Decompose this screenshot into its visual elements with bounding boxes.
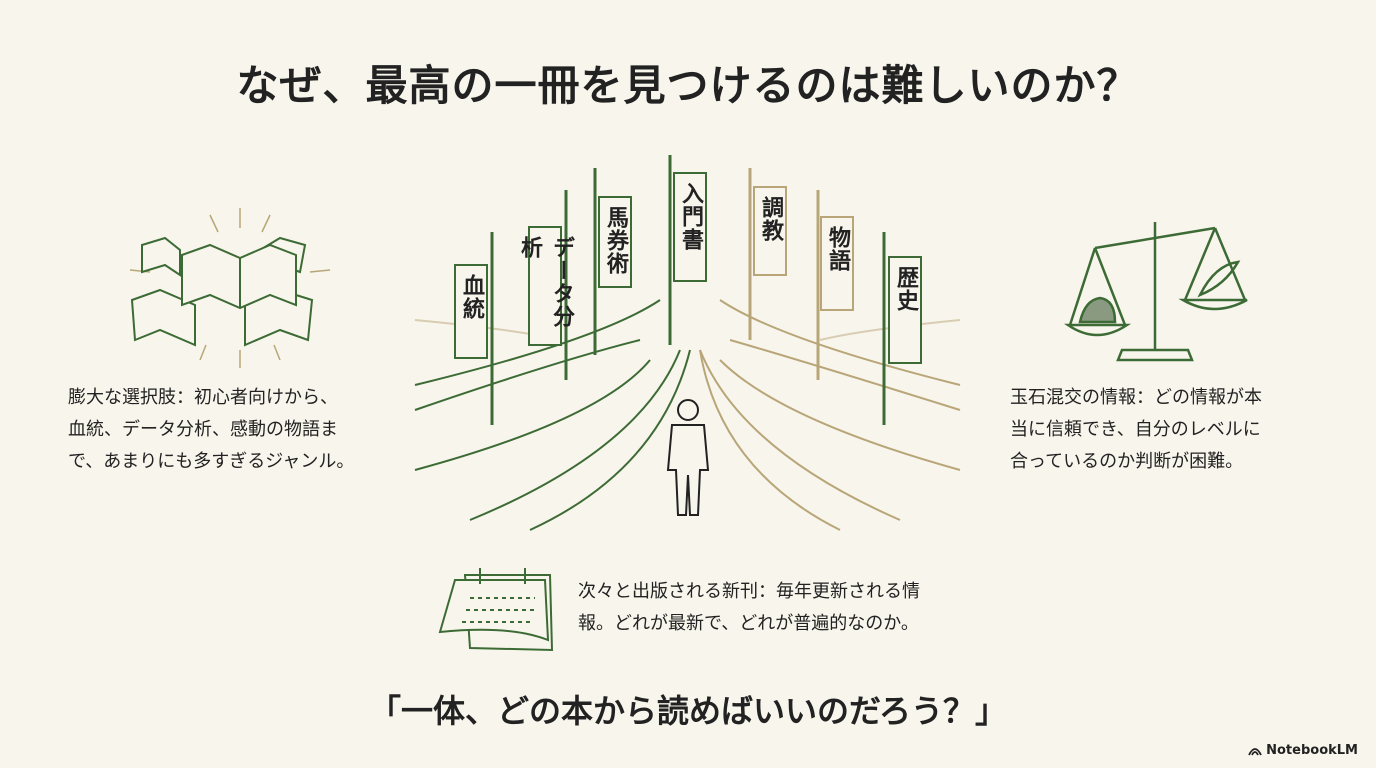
- text-line: 合っているのか判断が困難。: [1010, 451, 1244, 472]
- right-description: 玉石混交の情報：どの情報が本 当に信頼でき、自分のレベルに 合っているのか判断が…: [1010, 382, 1262, 478]
- open-books-icon: [129, 208, 331, 368]
- left-description: 膨大な選択肢：初心者向けから、 血統、データ分析、感動の物語ま で、あまりにも多…: [68, 382, 354, 478]
- text-line: 報。どれが最新で、どれが普遍的なのか。: [578, 613, 919, 634]
- page-title: なぜ、最高の一冊を見つけるのは難しいのか？: [236, 61, 1140, 110]
- brand-logo: NotebookLM: [1248, 743, 1358, 758]
- flag-betting: 馬券術: [598, 196, 632, 288]
- notebooklm-icon: [1248, 747, 1262, 755]
- flag-poles: [490, 155, 886, 425]
- flag-data-analysis: データ分析: [517, 226, 574, 346]
- flag-story: 物語: [820, 216, 854, 311]
- flag-intro-book: 入門書: [673, 172, 707, 282]
- flag-history: 歴史: [888, 256, 922, 364]
- text-line: 次々と出版される新刊：毎年更新される情: [578, 581, 920, 602]
- balance-scale-icon: [1063, 222, 1248, 362]
- calendar-icon: [438, 568, 554, 652]
- crossroads: [414, 299, 961, 531]
- person-icon: [666, 399, 710, 516]
- closing-quote: 「一体、どの本から読めばいいのだろう？」: [368, 692, 1008, 730]
- text-line: 当に信頼でき、自分のレベルに: [1010, 419, 1261, 440]
- text-line: 血統、データ分析、感動の物語ま: [68, 419, 338, 440]
- flag-training: 調教: [753, 186, 787, 276]
- bottom-description: 次々と出版される新刊：毎年更新される情 報。どれが最新で、どれが普遍的なのか。: [578, 576, 920, 640]
- text-line: で、あまりにも多すぎるジャンル。: [68, 451, 355, 472]
- flag-bloodline: 血統: [454, 264, 488, 359]
- text-line: 玉石混交の情報：どの情報が本: [1010, 387, 1262, 408]
- text-line: 膨大な選択肢：初心者向けから、: [68, 387, 338, 408]
- brand-name: NotebookLM: [1266, 743, 1358, 758]
